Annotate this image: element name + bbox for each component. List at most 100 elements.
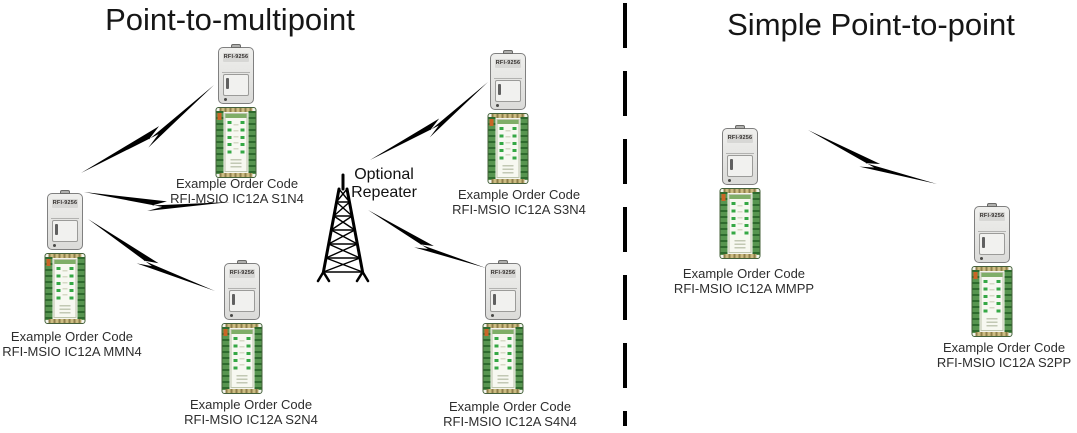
radio-model-label: RFI-9256: [52, 199, 78, 208]
io-header-strip: [981, 273, 1003, 277]
antenna-connector-icon: [231, 44, 241, 48]
device-label-line2: RFI-MSIO IC12A S2N4: [184, 412, 318, 427]
io-module: [719, 188, 761, 259]
io-faceplate: [53, 259, 77, 318]
device-label-line2: RFI-MSIO IC12A S3N4: [452, 202, 586, 217]
radio-door-slot: [730, 159, 733, 170]
device-mmn4: RFI-9256 Example Order Code RFI-MSIO IC1…: [2, 190, 142, 359]
device-label: Example Order Code RFI-MSIO IC12A MMN4: [2, 329, 141, 359]
radio-door-slot: [493, 294, 496, 305]
io-right-terminals: [77, 257, 85, 320]
io-left-terminals: [222, 327, 230, 390]
io-faceplate: [496, 119, 520, 178]
io-orange-chip: [484, 329, 489, 336]
antenna-connector-icon: [498, 260, 508, 264]
io-led-column-left: [56, 267, 61, 302]
radio-model-label: RFI-9256: [490, 269, 516, 278]
io-led-column-right: [69, 267, 74, 302]
device-s3n4: RFI-9256 Example Order Code RFI-MSIO IC1…: [452, 50, 586, 217]
device-label: Example Order Code RFI-MSIO IC12A S1N4: [170, 176, 304, 206]
device-label-line2: RFI-MSIO IC12A MMPP: [673, 281, 815, 296]
repeater-label: Optional Repeater: [351, 166, 417, 202]
radio-door: [727, 155, 753, 177]
io-header-strip: [231, 330, 253, 334]
radio-modem: RFI-9256: [722, 125, 758, 185]
io-led-column-right: [246, 337, 251, 372]
io-orange-chip: [217, 113, 222, 120]
antenna-connector-icon: [503, 50, 513, 54]
io-right-terminals: [752, 192, 760, 255]
radio-door-slot: [55, 224, 58, 235]
radio-led: [728, 179, 731, 182]
antenna-connector-icon: [987, 203, 997, 207]
radio-modem: RFI-9256: [974, 203, 1010, 263]
io-top-connector: [219, 108, 253, 112]
radio-door: [490, 290, 516, 312]
io-led-column-left: [227, 121, 232, 156]
radio-door: [223, 74, 249, 96]
io-orange-chip: [223, 329, 228, 336]
io-top-connector: [48, 254, 82, 258]
io-module: [482, 323, 524, 394]
io-right-terminals: [520, 117, 528, 180]
radio-door-slot: [232, 294, 235, 305]
io-faceplate: [230, 329, 254, 388]
right-section-title: Simple Point-to-point: [727, 7, 1015, 42]
radio-model-label: RFI-9256: [229, 269, 255, 278]
radio-link-bolt-mmn4-s2n4: [88, 219, 216, 292]
io-left-terminals: [483, 327, 491, 390]
io-orange-chip: [721, 194, 726, 201]
radio-model-label: RFI-9256: [223, 53, 249, 62]
device-mmpp: RFI-9256 Example Order Code RFI-MSIO IC1…: [674, 125, 814, 296]
io-bottom-connector: [219, 173, 253, 177]
radio-model-label: RFI-9256: [727, 134, 753, 143]
radio-model-label: RFI-9256: [495, 59, 521, 68]
antenna-connector-icon: [735, 125, 745, 129]
repeater-label-line1: Optional: [354, 166, 414, 183]
radio-model-label: RFI-9256: [979, 212, 1005, 221]
io-faceplate: [224, 113, 248, 172]
io-left-terminals: [45, 257, 53, 320]
io-module: [487, 113, 529, 184]
io-header-strip: [729, 195, 751, 199]
io-led-column-left: [731, 202, 736, 237]
radio-door-slot: [498, 84, 501, 95]
radio-modem: RFI-9256: [224, 260, 260, 320]
io-module: [44, 253, 86, 324]
io-orange-chip: [973, 272, 978, 279]
radio-door: [229, 290, 255, 312]
left-section-title: Point-to-multipoint: [105, 2, 355, 37]
io-bottom-connector: [48, 319, 82, 323]
device-label-line1: Example Order Code: [457, 187, 581, 202]
io-bottom-connector: [225, 389, 259, 393]
device-s1n4: RFI-9256 Example Order Code RFI-MSIO IC1…: [170, 44, 304, 206]
io-top-connector: [225, 324, 259, 328]
device-label-line1: Example Order Code: [10, 329, 134, 344]
device-label-line1: Example Order Code: [189, 397, 313, 412]
radio-link-bolt-mmn4-repeater: [84, 192, 230, 211]
io-led-column-right: [507, 337, 512, 372]
io-top-connector: [723, 189, 757, 193]
io-module: [215, 107, 257, 178]
device-label: Example Order Code RFI-MSIO IC12A MMPP: [674, 266, 814, 296]
io-right-terminals: [254, 327, 262, 390]
io-right-terminals: [248, 111, 256, 174]
io-left-terminals: [720, 192, 728, 255]
radio-link-bolt-mmpp-s2pp: [808, 130, 937, 184]
radio-modem: RFI-9256: [218, 44, 254, 104]
io-header-strip: [54, 260, 76, 264]
radio-door-slot: [226, 78, 229, 89]
radio-led: [980, 257, 983, 260]
radio-modem: RFI-9256: [485, 260, 521, 320]
io-left-terminals: [972, 270, 980, 333]
radio-door: [495, 80, 521, 102]
device-label: Example Order Code RFI-MSIO IC12A S3N4: [452, 187, 586, 217]
device-s4n4: RFI-9256 Example Order Code RFI-MSIO IC1…: [443, 260, 577, 429]
io-header-strip: [492, 330, 514, 334]
antenna-connector-icon: [60, 190, 70, 194]
io-orange-chip: [489, 119, 494, 126]
radio-modem: RFI-9256: [490, 50, 526, 110]
io-module: [971, 266, 1013, 337]
